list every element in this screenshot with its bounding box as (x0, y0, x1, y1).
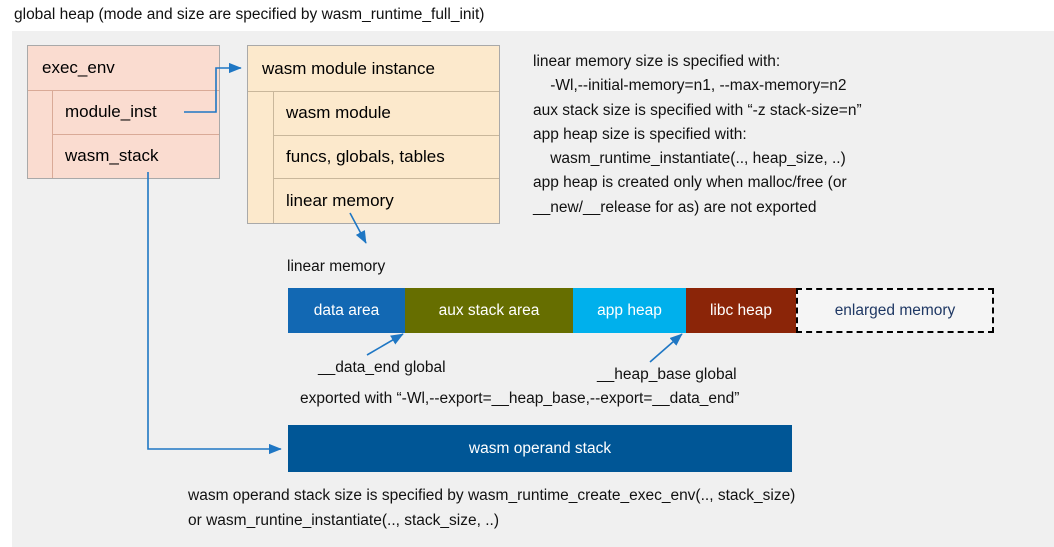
memory-segment-enlarged-memory: enlarged memory (796, 288, 994, 333)
exec-env-row-wasm-stack: wasm_stack (65, 146, 159, 166)
memory-segment-data-area: data area (288, 288, 405, 333)
heap-base-annotation: __heap_base global (597, 366, 737, 383)
memory-segment-libc-heap: libc heap (686, 288, 796, 333)
module-instance-row-wasm-module: wasm module (274, 92, 499, 136)
module-instance-gutter (248, 92, 274, 223)
exec-env-row-module-inst: module_inst (53, 91, 219, 135)
wasm-operand-stack-bar: wasm operand stack (288, 425, 792, 472)
page-title: global heap (mode and size are specified… (14, 6, 485, 23)
module-instance-rows: wasm module funcs, globals, tables linea… (274, 92, 499, 223)
data-end-annotation: __data_end global (318, 359, 446, 376)
memory-segment-app-heap: app heap (573, 288, 686, 333)
module-instance-row-funcs-globals-tables: funcs, globals, tables (274, 136, 499, 180)
exec-env-body: module_inst wasm_stack (28, 91, 219, 178)
module-instance-header: wasm module instance (248, 46, 499, 92)
module-instance-row-linear-memory: linear memory (286, 191, 394, 211)
module-instance-body: wasm module funcs, globals, tables linea… (248, 92, 499, 223)
exec-env-header: exec_env (28, 46, 219, 91)
linear-memory-label: linear memory (287, 258, 386, 275)
linear-memory-info-text: linear memory size is specified with: -W… (533, 53, 862, 216)
exec-env-box: exec_env module_inst wasm_stack (27, 45, 220, 179)
operand-stack-info-text: wasm operand stack size is specified by … (188, 487, 796, 529)
wasm-module-instance-box: wasm module instance wasm module funcs, … (247, 45, 500, 224)
exec-env-gutter (28, 91, 53, 178)
exec-env-rows: module_inst wasm_stack (53, 91, 219, 178)
memory-segment-aux-stack-area: aux stack area (405, 288, 573, 333)
exported-with-annotation: exported with “-Wl,--export=__heap_base,… (300, 390, 740, 407)
